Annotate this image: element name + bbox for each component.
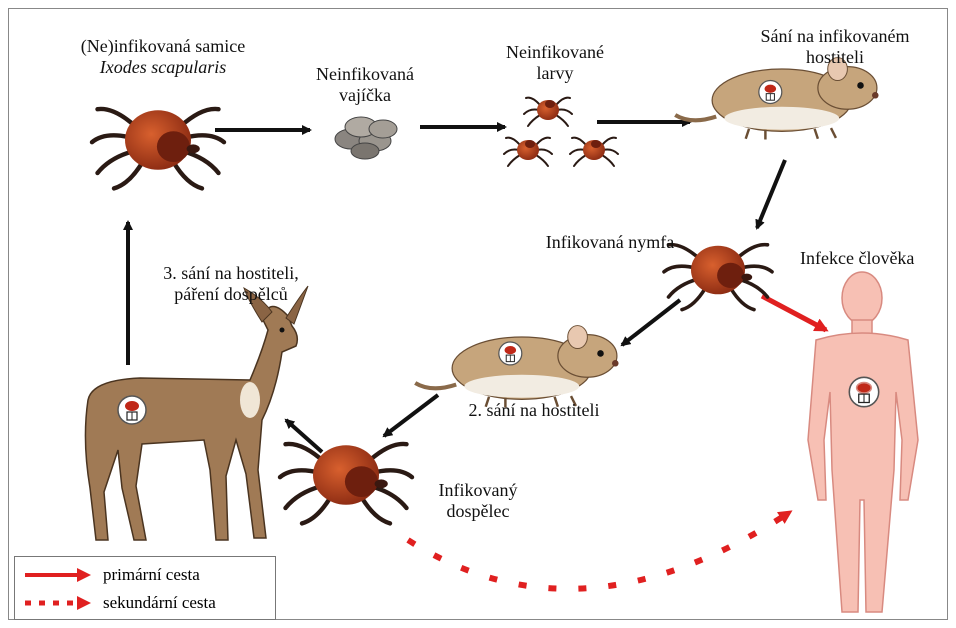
legend-primary: primární cesta bbox=[23, 563, 200, 587]
eggs-icon bbox=[335, 117, 397, 159]
legend-secondary-label: sekundární cesta bbox=[103, 593, 216, 613]
arrow-mouse-to-adult bbox=[384, 395, 438, 436]
arrow-host-to-nymph bbox=[757, 160, 785, 228]
eggs-label: Neinfikovanávajíčka bbox=[300, 64, 430, 106]
larvae-icon bbox=[504, 98, 618, 166]
second-feeding-label: 2. sání na hostiteli bbox=[444, 400, 624, 421]
deer-icon bbox=[85, 286, 308, 540]
infected-host-feeding-label: Sání na infikovanémhostiteli bbox=[730, 26, 940, 68]
primary-arrow-nymph-to-human bbox=[762, 296, 826, 330]
dotted-red-arrow-icon bbox=[23, 595, 93, 611]
legend-secondary: sekundární cesta bbox=[23, 591, 216, 615]
solid-red-arrow-icon bbox=[23, 567, 93, 583]
adult-tick-icon bbox=[280, 444, 412, 523]
human-infection-label: Infekce člověka bbox=[800, 248, 956, 269]
female-tick-icon bbox=[92, 109, 224, 188]
larvae-label: Neinfikovanélarvy bbox=[490, 42, 620, 84]
legend: primární cesta sekundární cesta bbox=[14, 556, 276, 620]
human-icon bbox=[808, 272, 918, 612]
secondary-arrow-adult-to-human bbox=[408, 512, 790, 589]
nymph-tick-icon bbox=[664, 245, 772, 310]
second-host-mouse-icon bbox=[415, 326, 618, 408]
adult-tick-label: Infikovanýdospělec bbox=[418, 480, 538, 522]
female-tick-label: (Ne)infikovaná samiceIxodes scapularis bbox=[58, 36, 268, 78]
species-name: Ixodes scapularis bbox=[100, 57, 226, 77]
nymph-label: Infikovaná nymfa bbox=[530, 232, 690, 253]
legend-primary-label: primární cesta bbox=[103, 565, 200, 585]
arrow-nymph-to-mouse bbox=[622, 300, 680, 345]
infected-host-mouse-icon bbox=[675, 58, 878, 140]
third-feeding-label: 3. sání na hostiteli,páření dospělců bbox=[136, 263, 326, 305]
